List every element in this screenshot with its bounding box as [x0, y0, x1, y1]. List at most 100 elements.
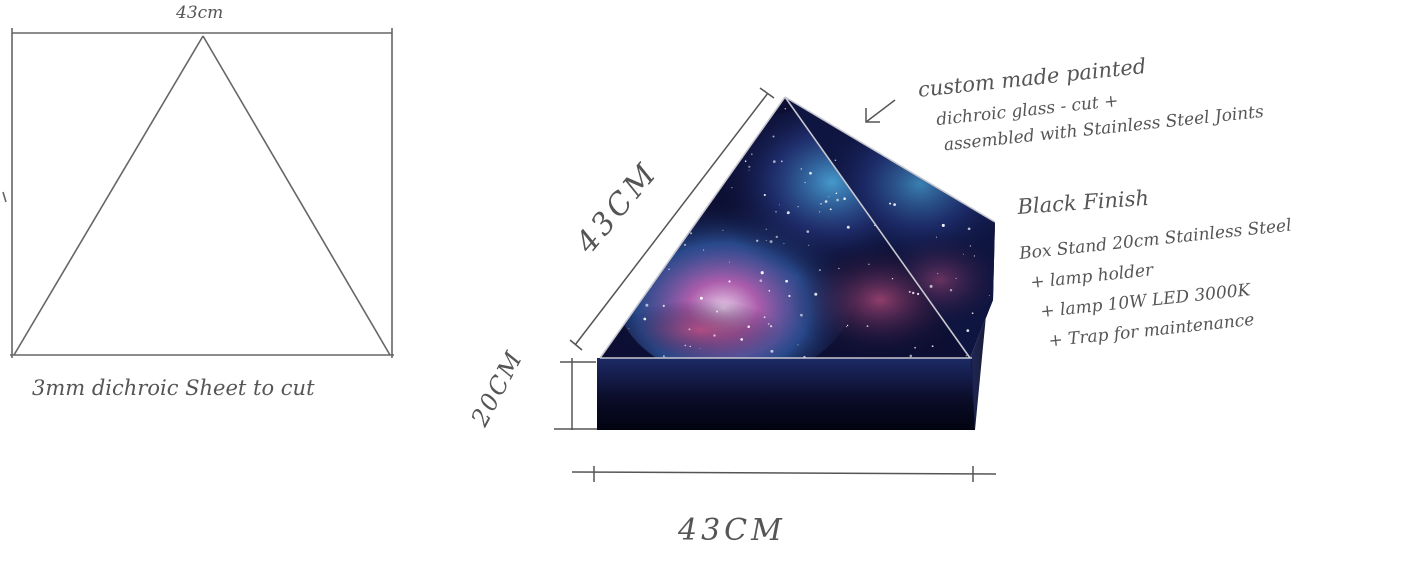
star [838, 267, 840, 270]
glass-note: custom made painted dichroic glass - cut… [917, 54, 1265, 155]
star [784, 108, 787, 110]
star [800, 168, 803, 170]
star [967, 227, 971, 231]
star [645, 303, 649, 307]
star [819, 211, 821, 213]
star [868, 263, 870, 266]
star [769, 240, 773, 244]
star [775, 210, 777, 213]
star [863, 98, 865, 100]
glass-note-arrow [865, 99, 896, 123]
star [799, 313, 803, 317]
star [829, 208, 832, 211]
star [874, 136, 876, 139]
star [713, 334, 716, 337]
star [896, 153, 898, 155]
star [844, 97, 846, 98]
star [831, 120, 833, 122]
finish-title: Black Finish [1016, 186, 1150, 219]
star [966, 329, 970, 332]
star [910, 141, 913, 144]
star [891, 278, 894, 280]
star [834, 159, 837, 162]
sheet-caption: 3mm dichroic Sheet to cut [32, 376, 315, 400]
star [833, 117, 835, 119]
star [755, 239, 759, 243]
star [625, 137, 627, 139]
star [969, 245, 972, 247]
star [931, 345, 934, 348]
spec-list: Box Stand 20cm Stainless Steel + lamp ho… [1017, 216, 1292, 352]
star [648, 97, 652, 100]
star [768, 289, 771, 292]
height-dimension-label: 20CM [465, 346, 528, 432]
star [662, 304, 665, 307]
star [748, 169, 750, 171]
star [697, 156, 701, 159]
flat-sheet-drawing [2, 28, 394, 358]
star [905, 142, 909, 145]
star [760, 271, 764, 275]
star [728, 280, 731, 283]
star [820, 203, 822, 205]
star [955, 277, 957, 280]
star [780, 160, 783, 163]
star [763, 113, 767, 117]
star [744, 160, 747, 162]
star [967, 102, 969, 104]
star [836, 198, 840, 202]
star [664, 106, 668, 110]
side-dimension-tick-bottom [569, 339, 583, 351]
box-stand-front [597, 358, 975, 430]
star [694, 220, 696, 222]
star [850, 95, 851, 96]
star [662, 104, 664, 106]
star [747, 325, 750, 328]
star [765, 240, 767, 242]
star [689, 345, 691, 348]
star [783, 243, 785, 245]
star [917, 132, 919, 134]
pyramid-drawing [554, 87, 997, 482]
star [661, 97, 665, 98]
star [679, 198, 682, 201]
star [748, 165, 751, 168]
star [703, 249, 705, 251]
star [650, 153, 652, 156]
star [893, 203, 896, 206]
star [804, 182, 806, 184]
star [770, 349, 774, 353]
star [911, 291, 915, 295]
star [935, 236, 938, 238]
star [726, 121, 729, 125]
star [843, 105, 847, 109]
star [914, 346, 916, 349]
star [937, 273, 939, 275]
base-dimension-label: 43CM [677, 513, 786, 548]
star [606, 175, 609, 179]
star [843, 197, 846, 200]
star [668, 268, 670, 270]
star [731, 187, 733, 189]
star [699, 348, 701, 349]
star [797, 206, 799, 208]
star [716, 310, 719, 313]
star [909, 354, 913, 358]
star [917, 292, 920, 296]
triangle-left-side [13, 35, 204, 356]
star [674, 234, 676, 236]
star [818, 269, 821, 272]
star [845, 325, 848, 328]
star [982, 200, 986, 204]
star [788, 294, 791, 298]
star [778, 204, 780, 206]
triangle-right-side [202, 35, 391, 356]
star [908, 290, 911, 293]
star [785, 279, 788, 283]
star [954, 174, 958, 177]
star [607, 134, 611, 138]
star [620, 162, 623, 164]
star [988, 294, 990, 296]
star [895, 130, 898, 132]
sheet-top-dimension: 43cm [175, 3, 223, 23]
